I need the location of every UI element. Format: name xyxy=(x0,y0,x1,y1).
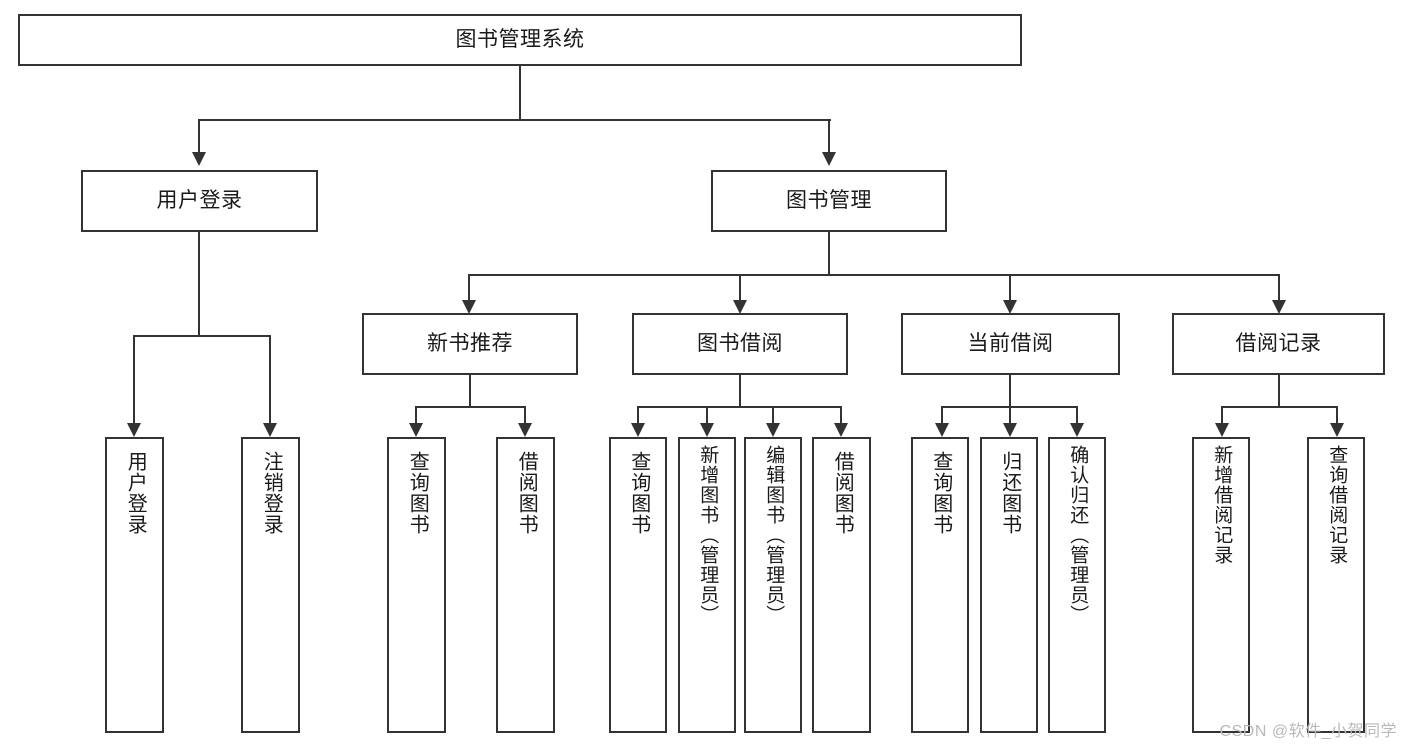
node-borrow-record[interactable]: 借阅记录 xyxy=(1172,313,1385,375)
watermark-text: CSDN @软件_小贺同学 xyxy=(1219,723,1397,740)
node-label: 借阅图书 xyxy=(515,451,538,535)
edge-current-borrow-stem xyxy=(1009,375,1011,407)
arrow-bm-to-current-borrow xyxy=(1003,300,1017,314)
edge-bm-to-borrow-record xyxy=(1278,274,1280,300)
edge-cb-to-leaf-1 xyxy=(941,406,943,423)
node-label: 借阅记录 xyxy=(1235,331,1322,355)
node-label: 新增借阅记录 xyxy=(1211,445,1233,565)
arrow-cb-to-leaf-2 xyxy=(1003,423,1017,437)
node-label: 确认归还（管理员） xyxy=(1067,445,1089,625)
edge-cb-to-leaf-2 xyxy=(1009,406,1011,423)
leaf-return-book[interactable]: 归还图书 xyxy=(980,437,1038,733)
edge-book-management-stem xyxy=(828,232,830,275)
leaf-user-login[interactable]: 用户登录 xyxy=(105,437,164,733)
arrow-bb-to-leaf-3 xyxy=(766,423,780,437)
edge-root-to-user-login xyxy=(198,119,200,152)
edge-bm-to-current-borrow xyxy=(1009,274,1011,300)
leaf-query-book-bb[interactable]: 查询图书 xyxy=(609,437,667,733)
leaf-confirm-return-admin[interactable]: 确认归还（管理员） xyxy=(1048,437,1106,733)
node-label: 当前借阅 xyxy=(967,331,1054,355)
arrow-user-login-to-leaf-2 xyxy=(263,423,277,437)
edge-cb-to-leaf-3 xyxy=(1076,406,1078,423)
node-label: 编辑图书（管理员） xyxy=(763,445,785,625)
node-user-login[interactable]: 用户登录 xyxy=(81,170,318,232)
edge-user-login-bus xyxy=(133,335,270,337)
edge-new-book-recommend-stem xyxy=(469,375,471,407)
leaf-add-borrow-record[interactable]: 新增借阅记录 xyxy=(1192,437,1250,733)
edge-bb-to-leaf-2 xyxy=(706,406,708,423)
edge-br-to-leaf-2 xyxy=(1336,406,1338,423)
edge-bb-to-leaf-1 xyxy=(637,406,639,423)
node-label: 查询图书 xyxy=(627,451,650,535)
leaf-borrow-book-bb[interactable]: 借阅图书 xyxy=(812,437,871,733)
arrow-user-login-to-leaf-1 xyxy=(127,423,141,437)
node-label: 查询借阅记录 xyxy=(1326,445,1348,565)
edge-book-borrow-stem xyxy=(739,375,741,407)
node-label: 注销登录 xyxy=(260,451,283,535)
arrow-bb-to-leaf-2 xyxy=(700,423,714,437)
arrow-root-to-book-management xyxy=(822,152,836,166)
arrow-bm-to-borrow-record xyxy=(1272,300,1286,314)
arrow-bb-to-leaf-4 xyxy=(834,423,848,437)
node-label: 归还图书 xyxy=(998,451,1021,535)
edge-user-login-stem xyxy=(198,232,200,336)
edge-bm-to-book-borrow xyxy=(739,274,741,300)
leaf-query-book-nbr[interactable]: 查询图书 xyxy=(387,437,446,733)
node-label: 查询图书 xyxy=(406,451,429,535)
node-label: 图书借阅 xyxy=(697,331,783,355)
arrow-nbr-to-leaf-1 xyxy=(409,423,423,437)
arrow-bb-to-leaf-1 xyxy=(631,423,645,437)
edge-new-book-recommend-bus xyxy=(415,406,525,408)
node-label: 用户登录 xyxy=(124,451,147,535)
arrow-root-to-user-login xyxy=(192,152,206,166)
leaf-logout-login[interactable]: 注销登录 xyxy=(241,437,300,733)
arrow-bm-to-book-borrow xyxy=(733,300,747,314)
edge-borrow-record-stem xyxy=(1278,375,1280,407)
edge-user-login-to-leaf-2 xyxy=(269,335,271,423)
node-label: 借阅图书 xyxy=(831,451,854,535)
edge-bb-to-leaf-4 xyxy=(840,406,842,423)
leaf-add-book-admin[interactable]: 新增图书（管理员） xyxy=(678,437,736,733)
node-label: 图书管理 xyxy=(786,188,872,212)
node-label: 新增图书（管理员） xyxy=(697,445,719,625)
edge-nbr-to-leaf-2 xyxy=(524,406,526,423)
edge-user-login-to-leaf-1 xyxy=(133,335,135,423)
edge-root-to-book-management xyxy=(828,119,830,152)
edge-book-management-bus xyxy=(468,274,1280,276)
node-label: 用户登录 xyxy=(156,188,243,212)
edge-book-borrow-bus xyxy=(637,406,842,408)
edge-root-bus xyxy=(199,119,831,121)
node-root-book-management-system[interactable]: 图书管理系统 xyxy=(18,14,1022,66)
edge-borrow-record-bus xyxy=(1221,406,1337,408)
node-new-book-recommend[interactable]: 新书推荐 xyxy=(362,313,578,375)
arrow-bm-to-new-book-recommend xyxy=(462,300,476,314)
arrow-nbr-to-leaf-2 xyxy=(518,423,532,437)
arrow-cb-to-leaf-3 xyxy=(1070,423,1084,437)
edge-nbr-to-leaf-1 xyxy=(415,406,417,423)
node-label: 新书推荐 xyxy=(427,331,513,355)
edge-bb-to-leaf-3 xyxy=(772,406,774,423)
node-current-borrow[interactable]: 当前借阅 xyxy=(901,313,1120,375)
node-label: 图书管理系统 xyxy=(455,27,585,51)
leaf-query-borrow-record[interactable]: 查询借阅记录 xyxy=(1307,437,1365,733)
edge-bm-to-new-book-recommend xyxy=(468,274,470,300)
leaf-edit-book-admin[interactable]: 编辑图书（管理员） xyxy=(744,437,802,733)
arrow-br-to-leaf-1 xyxy=(1215,423,1229,437)
node-book-borrow[interactable]: 图书借阅 xyxy=(632,313,848,375)
node-book-management[interactable]: 图书管理 xyxy=(711,170,947,232)
edge-br-to-leaf-1 xyxy=(1221,406,1223,423)
arrow-br-to-leaf-2 xyxy=(1330,423,1344,437)
leaf-query-book-cb[interactable]: 查询图书 xyxy=(911,437,969,733)
arrow-cb-to-leaf-1 xyxy=(935,423,949,437)
edge-root-stem xyxy=(519,66,521,120)
node-label: 查询图书 xyxy=(929,451,952,535)
leaf-borrow-book-nbr[interactable]: 借阅图书 xyxy=(496,437,555,733)
